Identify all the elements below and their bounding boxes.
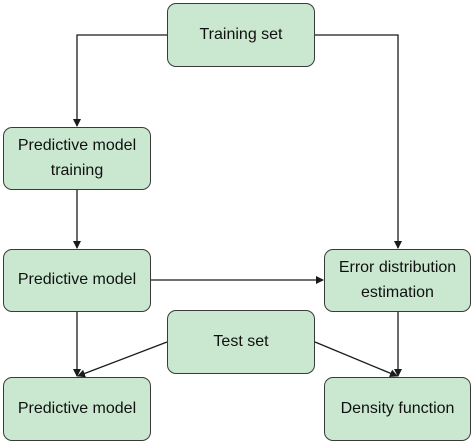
node-predictive-model-training: Predictive model training — [3, 127, 151, 190]
node-error-distribution-line1: Error distribution — [338, 258, 457, 276]
node-predictive-model-training-line2: training — [50, 161, 104, 179]
node-predictive-model-training-line1: Predictive model — [17, 136, 137, 154]
node-test-set-label: Test set — [213, 332, 269, 350]
node-test-set: Test set — [167, 310, 315, 374]
node-density-function-label: Density function — [340, 399, 455, 417]
node-predictive-model-output-label: Predictive model — [17, 399, 137, 417]
edge-test-set-to-pm-bottom — [77, 341, 168, 378]
node-error-distribution-estimation: Error distribution estimation — [324, 249, 471, 312]
node-error-distribution-line2: estimation — [361, 283, 434, 301]
node-training-set-label: Training set — [199, 25, 283, 43]
node-predictive-model-label: Predictive model — [17, 271, 137, 289]
edge-test-set-to-density — [314, 341, 398, 378]
node-training-set: Training set — [167, 3, 315, 67]
node-predictive-model-output: Predictive model — [3, 377, 151, 441]
node-density-function: Density function — [324, 377, 471, 441]
node-predictive-model: Predictive model — [3, 249, 151, 312]
edge-training-set-to-error-dist — [315, 34, 402, 249]
edge-training-set-to-pm-training — [73, 34, 167, 127]
